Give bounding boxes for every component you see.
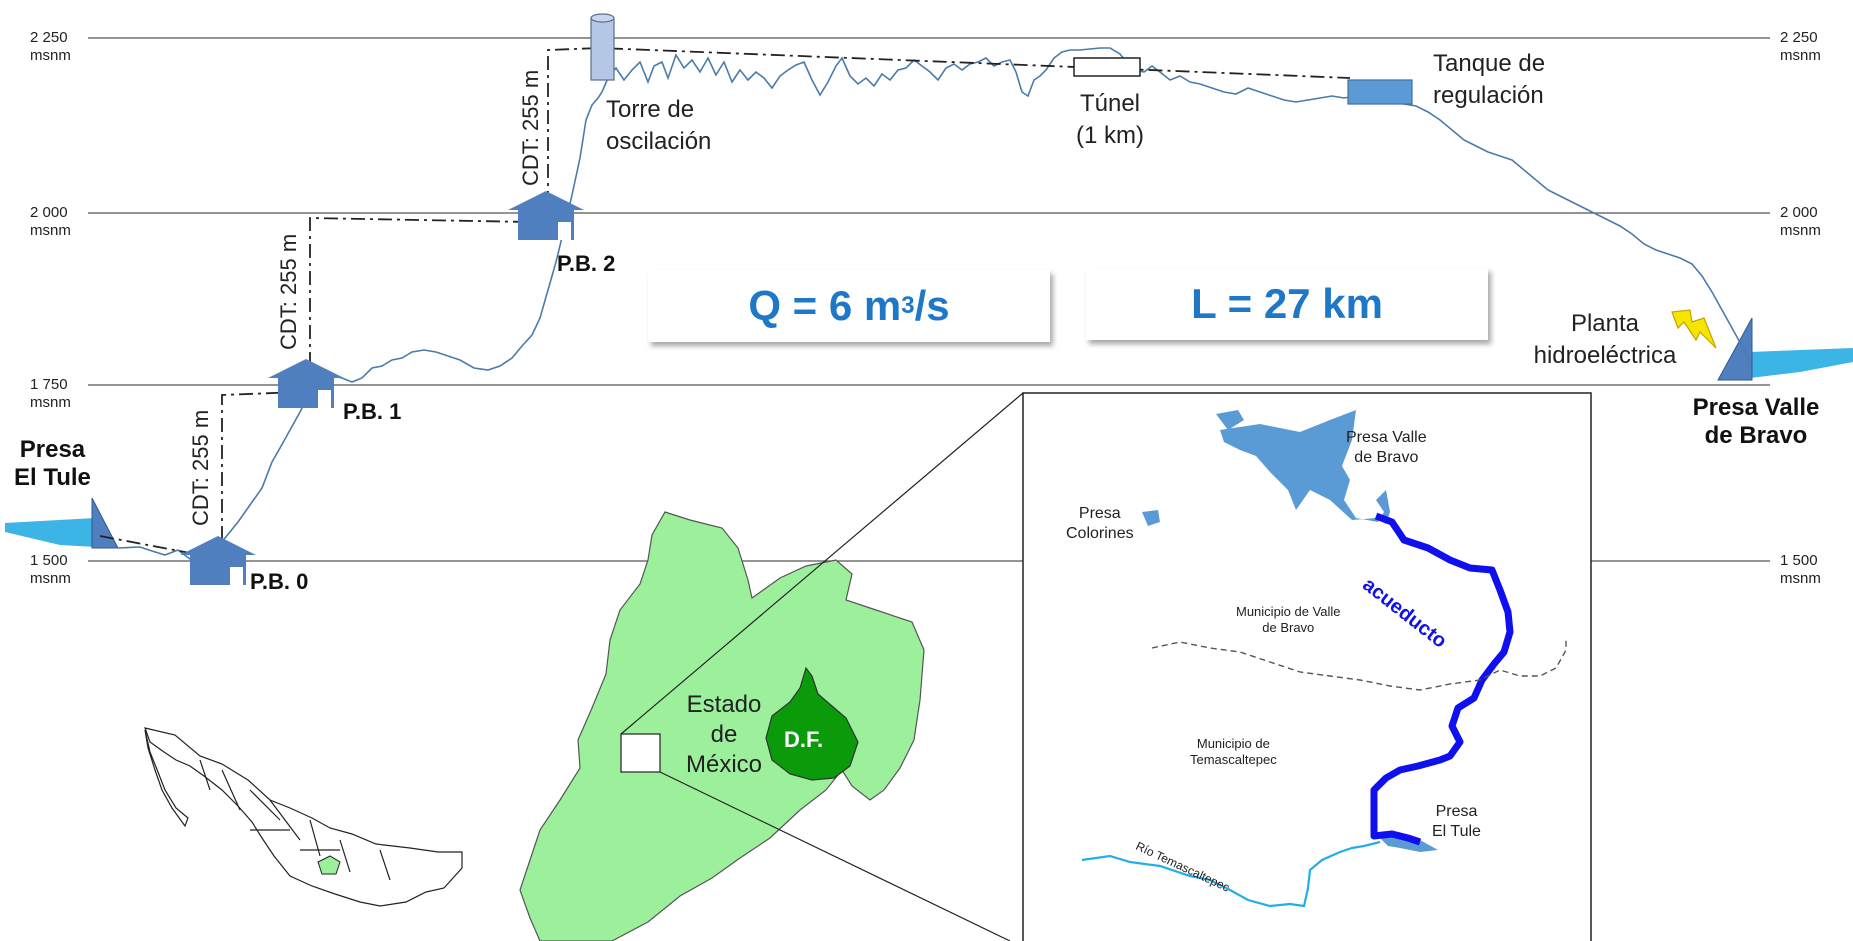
elev-left-2250: 2 250 msnm: [30, 29, 71, 65]
pb0-label: P.B. 0: [250, 569, 309, 594]
pump-station-2-icon: [508, 191, 584, 240]
detail-mun-temas-label: Municipio de Temascaltepec: [1190, 736, 1277, 768]
label-line: Presa: [1435, 803, 1478, 820]
label-line: de Bravo: [1354, 449, 1419, 466]
label-line: de: [710, 721, 738, 748]
elev-unit: msnm: [30, 222, 71, 239]
elev-unit: msnm: [1780, 570, 1821, 587]
presa-el-tule-label: Presa El Tule: [14, 436, 91, 492]
lightning-icon: [1671, 309, 1717, 349]
elev-value: 1 500: [1780, 552, 1818, 569]
elev-value: 1 500: [30, 552, 68, 569]
detail-mun-valle-label: Municipio de Valle de Bravo: [1236, 604, 1341, 636]
label-line: Túnel: [1079, 90, 1141, 117]
detail-map-lakes: [1142, 410, 1438, 852]
estado-label: Estado de México: [678, 690, 770, 780]
regulation-tank: [1347, 79, 1413, 105]
flow-exponent: 3: [901, 292, 915, 319]
elev-value: 2 000: [1780, 204, 1818, 221]
terrain-profile: [117, 47, 1751, 560]
elev-right-2250: 2 250 msnm: [1780, 29, 1821, 65]
zoom-lines: [620, 392, 1024, 941]
mexico-map: [144, 727, 463, 907]
label-line: El Tule: [1432, 823, 1481, 840]
label-line: Temascaltepec: [1190, 752, 1277, 767]
label-line: Presa Valle: [1692, 394, 1820, 421]
aqueduct-route: [1370, 512, 1514, 846]
valle-bravo-water: [1750, 348, 1853, 378]
df-label: D.F.: [784, 727, 824, 752]
detail-presa-valle-label: Presa Valle de Bravo: [1346, 428, 1427, 468]
elev-unit: msnm: [1780, 47, 1821, 64]
presa-valle-label: Presa Valle de Bravo: [1676, 394, 1836, 450]
cdt-label-1: CDT: 255 m: [276, 233, 301, 350]
detail-presa-tule-label: Presa El Tule: [1432, 802, 1481, 842]
label-line: Presa: [19, 436, 86, 463]
zoom-location-square: [620, 733, 661, 773]
planta-label: Planta hidroeléctrica: [1520, 308, 1690, 372]
label-line: regulación: [1433, 82, 1544, 109]
elev-right-2000: 2 000 msnm: [1780, 204, 1821, 240]
label-line: de Bravo: [1704, 422, 1808, 449]
label-line: México: [685, 751, 763, 778]
surge-tower: [590, 13, 615, 81]
elev-left-1500: 1 500 msnm: [30, 552, 71, 588]
elev-value: 2 000: [30, 204, 68, 221]
elev-right-1500: 1 500 msnm: [1780, 552, 1821, 588]
elev-value: 2 250: [1780, 29, 1818, 46]
estado-de-mexico-shape: [519, 511, 925, 941]
pipeline: [99, 47, 1351, 554]
label-line: Municipio de Valle: [1236, 604, 1341, 619]
elev-value: 1 750: [30, 376, 68, 393]
label-line: hidroeléctrica: [1533, 342, 1677, 369]
flow-value: Q = 6 m: [748, 282, 902, 329]
elev-unit: msnm: [30, 394, 71, 411]
elev-left-1750: 1 750 msnm: [30, 376, 71, 412]
label-line: Presa Valle: [1346, 429, 1427, 446]
label-line: de Bravo: [1262, 620, 1315, 635]
pb2-label: P.B. 2: [557, 251, 616, 276]
length-value: L = 27 km: [1191, 280, 1383, 327]
detail-presa-colorines-label: Presa Colorines: [1066, 504, 1134, 544]
df-shape: [765, 666, 859, 781]
elev-unit: msnm: [1780, 222, 1821, 239]
label-line: Tanque de: [1433, 50, 1546, 77]
cdt-label-2: CDT: 255 m: [518, 69, 543, 186]
valle-bravo-dam: [1717, 317, 1753, 381]
label-line: Municipio de: [1196, 736, 1270, 751]
el-tule-dam: [91, 497, 119, 549]
length-box: L = 27 km: [1086, 268, 1488, 340]
pump-station-0-icon: [180, 536, 256, 585]
label-line: (1 km): [1076, 122, 1144, 149]
label-line: El Tule: [14, 464, 91, 491]
elev-unit: msnm: [30, 47, 71, 64]
cdt-label-0: CDT: 255 m: [188, 409, 213, 526]
mexico-state-highlight: [317, 855, 341, 875]
flow-unit: /s: [914, 282, 950, 329]
elev-left-2000: 2 000 msnm: [30, 204, 71, 240]
municipality-boundary: [1151, 638, 1567, 691]
el-tule-water: [5, 518, 115, 548]
tanque-label: Tanque de regulación: [1433, 48, 1545, 112]
elev-unit: msnm: [30, 570, 71, 587]
elev-value: 2 250: [30, 29, 68, 46]
label-line: oscilación: [606, 128, 712, 155]
tunnel-icon: [1073, 57, 1141, 77]
label-line: Estado: [686, 691, 762, 718]
pump-station-1-icon: [268, 359, 344, 408]
label-line: Torre de: [606, 96, 695, 123]
label-line: Colorines: [1066, 525, 1134, 542]
tunel-label: Túnel (1 km): [1068, 88, 1152, 152]
pb1-label: P.B. 1: [343, 399, 402, 424]
label-line: Planta: [1570, 310, 1640, 337]
rio-temascaltepec: [1081, 840, 1381, 908]
torre-label: Torre de oscilación: [606, 94, 711, 158]
label-line: Presa: [1078, 505, 1121, 522]
